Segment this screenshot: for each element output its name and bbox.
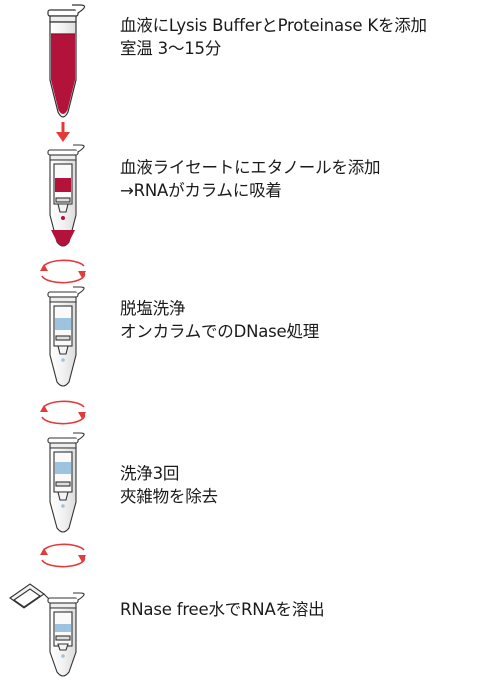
- step-4-line-1: 洗浄3回: [120, 464, 180, 483]
- step-2-line-1: 血液ライセートにエタノールを添加: [120, 158, 381, 177]
- step-2-text: 血液ライセートにエタノールを添加 →RNAがカラムに吸着: [120, 156, 381, 202]
- step-1-line-2: 室温 3～15分: [120, 39, 222, 58]
- step-3-line-2: オンカラムでのDNase処理: [120, 322, 320, 341]
- step-3-line-1: 脱塩洗浄: [120, 299, 186, 318]
- step-5-text: RNase free水でRNAを溶出: [120, 598, 325, 621]
- step-3-text: 脱塩洗浄 オンカラムでのDNase処理: [120, 297, 319, 343]
- centrifuge-spin-icon: [40, 400, 86, 425]
- step-4-line-2: 夾雑物を除去: [120, 487, 218, 506]
- step-2-line-2: →RNAがカラムに吸着: [120, 181, 282, 200]
- step-1-line-1: 血液にLysis BufferとProteinase Kを添加: [120, 16, 427, 35]
- step-4-text: 洗浄3回 夾雑物を除去: [120, 462, 218, 508]
- column-tube-loaded-icon: [47, 144, 85, 247]
- column-tube-wash-icon: [47, 286, 85, 387]
- centrifuge-spin-icon: [40, 543, 86, 568]
- step-1-text: 血液にLysis BufferとProteinase Kを添加 室温 3～15分: [120, 14, 427, 60]
- arrow-down-icon: [56, 122, 70, 142]
- centrifuge-spin-icon: [40, 259, 86, 284]
- column-tube-elute-open-lid-icon: [9, 583, 85, 677]
- column-tube-wash-icon: [47, 432, 85, 533]
- tube-with-blood-icon: [47, 4, 86, 118]
- step-5-line-1: RNase free水でRNAを溶出: [120, 600, 325, 619]
